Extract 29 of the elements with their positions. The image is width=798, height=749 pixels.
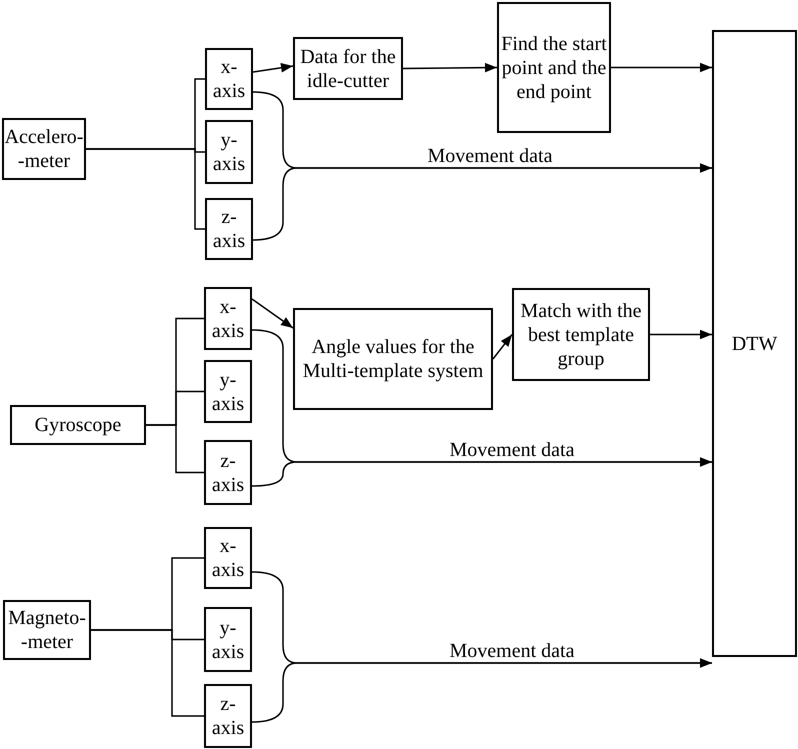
process-box: x- axis [205,48,253,110]
process-box: Magneto- -meter [3,600,91,660]
arrow [611,62,712,72]
arrow [252,163,712,241]
process-box: y- axis [205,120,253,184]
arrow [650,330,712,340]
arrow [252,298,294,329]
process-box: y- axis [204,360,252,423]
arrow [492,334,513,360]
process-box: y- axis [204,607,252,672]
process-box: Gyroscope [10,405,146,445]
arrow [403,62,497,72]
process-box: z- axis [204,684,252,748]
process-box: z- axis [204,440,252,505]
arrow [252,457,712,487]
process-box: Match with the best template group [512,288,650,381]
process-box: Accelero- -meter [2,118,86,180]
bracket-line [86,148,205,230]
arrow [252,658,712,723]
process-box: Angle values for the Multi-template system [293,308,493,410]
process-box: Find the start point and the end point [497,2,611,133]
process-box: x- axis [204,287,252,350]
process-box: x- axis [204,527,252,589]
process-box: DTW [712,30,797,657]
process-box: z- axis [205,198,253,260]
process-box: Data for the idle-cutter [293,37,403,100]
bracket-line [146,424,204,474]
arrow [252,63,294,73]
bracket-line [91,629,204,717]
